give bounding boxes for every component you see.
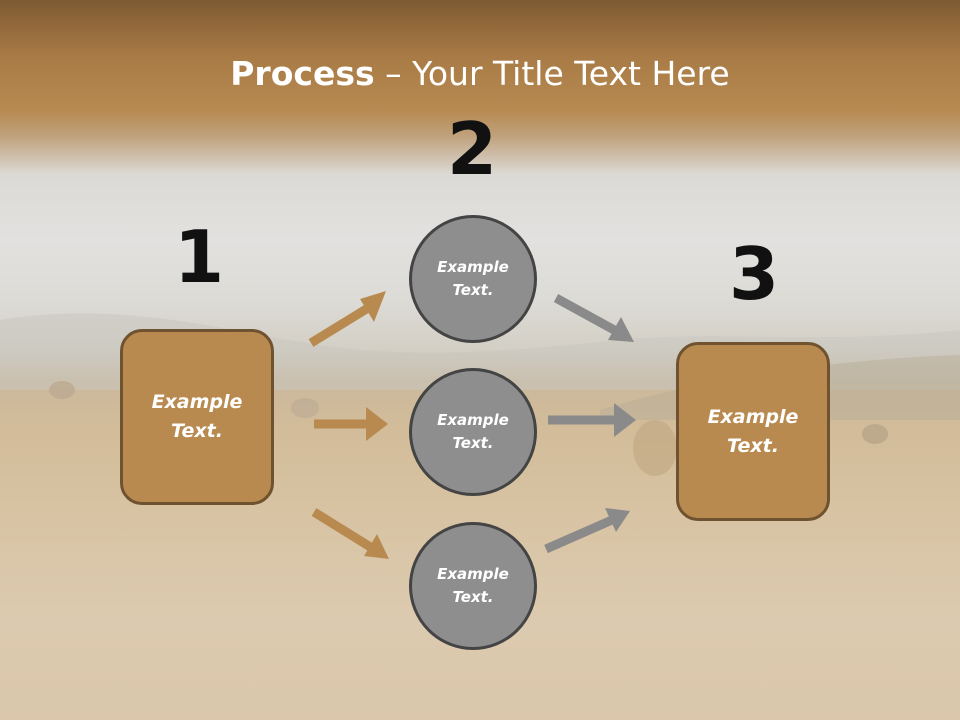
step-1-number: 1 [173, 215, 225, 299]
step-3-number: 3 [728, 232, 780, 316]
step-2-circle-middle: Example Text. [409, 368, 537, 496]
circle-bottom-text: Example Text. [437, 565, 509, 606]
arrow-circle-middle-to-box3 [548, 403, 636, 437]
circle-top-text: Example Text. [437, 258, 509, 299]
step-3-text: Example Text. [707, 405, 799, 457]
step-1-text: Example Text. [151, 391, 243, 442]
step-3-box: Example Text. [676, 342, 830, 521]
circle-middle-text: Example Text. [437, 411, 509, 452]
title-bold: Process [230, 54, 375, 93]
arrow-circle-bottom-to-box3 [544, 508, 630, 554]
title-rest: – Your Title Text Here [374, 54, 730, 93]
arrow-box1-to-circle-top [308, 291, 386, 347]
arrow-box1-to-circle-bottom [311, 508, 389, 559]
slide-title: Process – Your Title Text Here [0, 52, 960, 96]
arrow-box1-to-circle-middle [314, 407, 388, 441]
arrow-circle-top-to-box3 [553, 294, 634, 342]
step-2-circle-bottom: Example Text. [409, 522, 537, 650]
step-2-number: 2 [446, 107, 498, 191]
step-1-box: Example Text. [120, 329, 274, 505]
step-2-circle-top: Example Text. [409, 215, 537, 343]
